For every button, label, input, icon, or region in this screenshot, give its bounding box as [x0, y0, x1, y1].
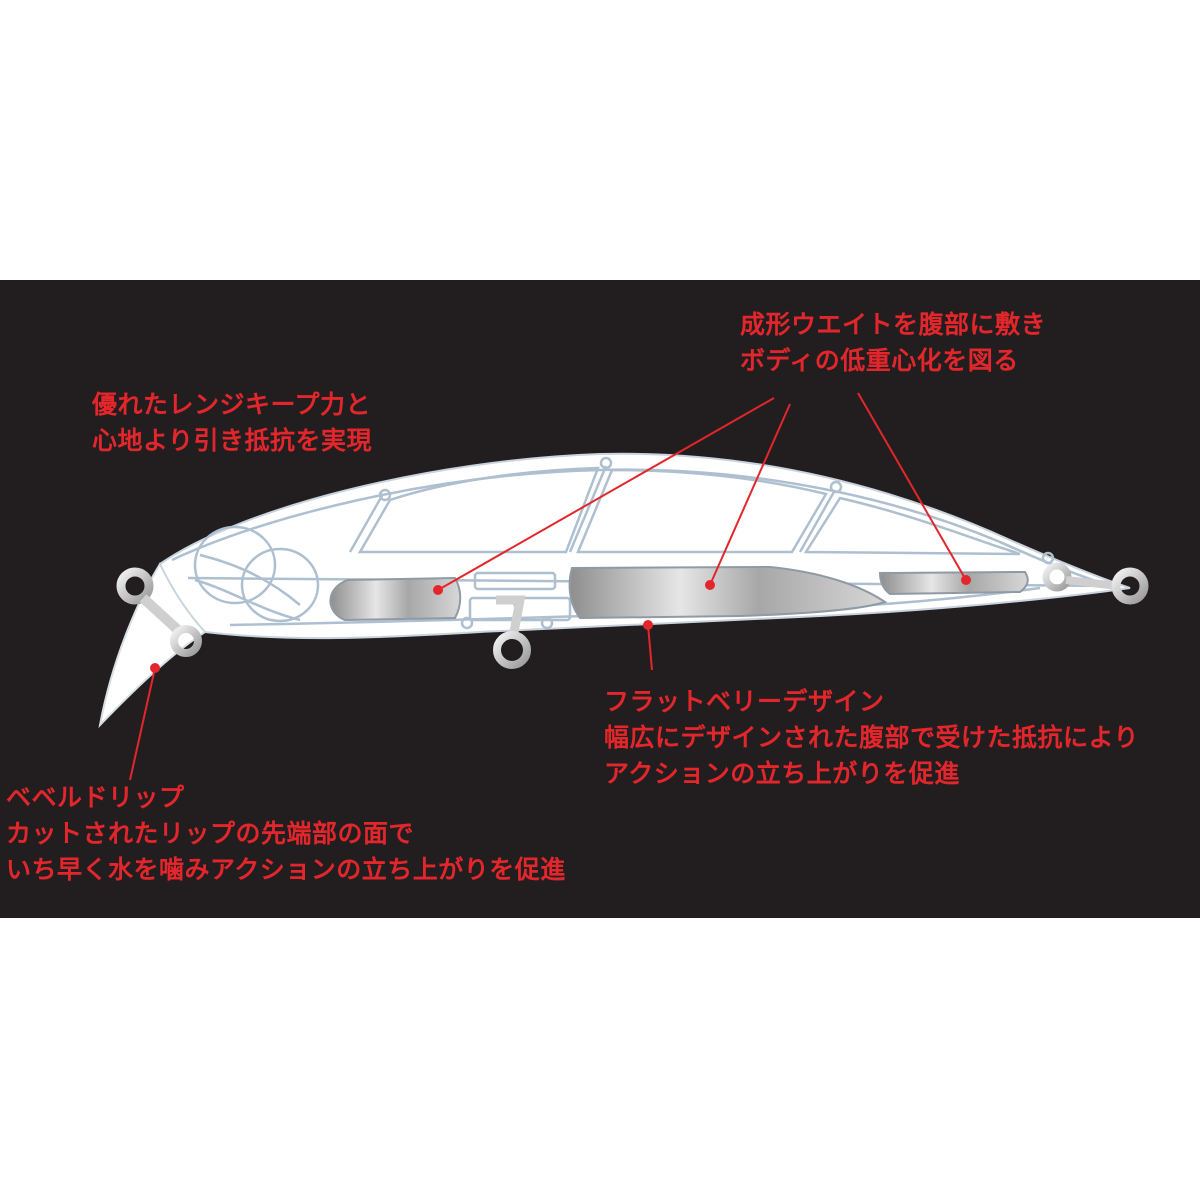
internal-frame: [171, 456, 1111, 630]
annotation-weight: 成形ウエイトを腹部に敷き ボディの低重心化を図る: [740, 307, 1046, 379]
annotation-weight-line1: 成形ウエイトを腹部に敷き: [740, 310, 1047, 339]
dot-flat-belly: [643, 620, 653, 630]
annotation-bevel-lip: ベベルドリップ カットされたリップの先端部の面で いち早く水を噛みアクションの立…: [6, 780, 566, 888]
dot-weight-center: [705, 580, 715, 590]
leader-lines: [129, 392, 967, 781]
annotation-belly-line2: 幅広にデザインされた腹部で受けた抵抗により: [604, 723, 1140, 752]
annotation-flat-belly: フラットベリーデザイン 幅広にデザインされた腹部で受けた抵抗により アクションの…: [604, 684, 1139, 792]
annotation-range: 優れたレンジキープ力と 心地より引き抵抗を実現: [92, 387, 372, 459]
leader-dots: [150, 575, 971, 673]
annotation-lip-line3: いち早く水を噛みアクションの立ち上がりを促進: [6, 855, 566, 884]
diagram-panel: 成形ウエイトを腹部に敷き ボディの低重心化を図る 優れたレンジキープ力と 心地よ…: [0, 280, 1200, 918]
annotation-belly-line3: アクションの立ち上がりを促進: [604, 759, 960, 788]
dot-bevel-lip: [150, 663, 160, 673]
annotation-weight-line2: ボディの低重心化を図る: [740, 346, 1019, 375]
annotation-belly-line1: フラットベリーデザイン: [604, 687, 885, 716]
molded-weights: [329, 565, 1029, 622]
dot-weight-front: [433, 585, 443, 595]
lure-diagram: [98, 392, 1149, 781]
dot-weight-rear: [961, 575, 971, 585]
tail-hanger: [1042, 562, 1149, 605]
annotation-lip-line2: カットされたリップの先端部の面で: [6, 819, 415, 848]
annotation-range-line1: 優れたレンジキープ力と: [92, 390, 372, 419]
belly-hanger: [493, 595, 531, 669]
line-eye: [116, 567, 202, 657]
annotation-lip-line1: ベベルドリップ: [6, 783, 185, 812]
annotation-range-line2: 心地より引き抵抗を実現: [92, 426, 373, 455]
